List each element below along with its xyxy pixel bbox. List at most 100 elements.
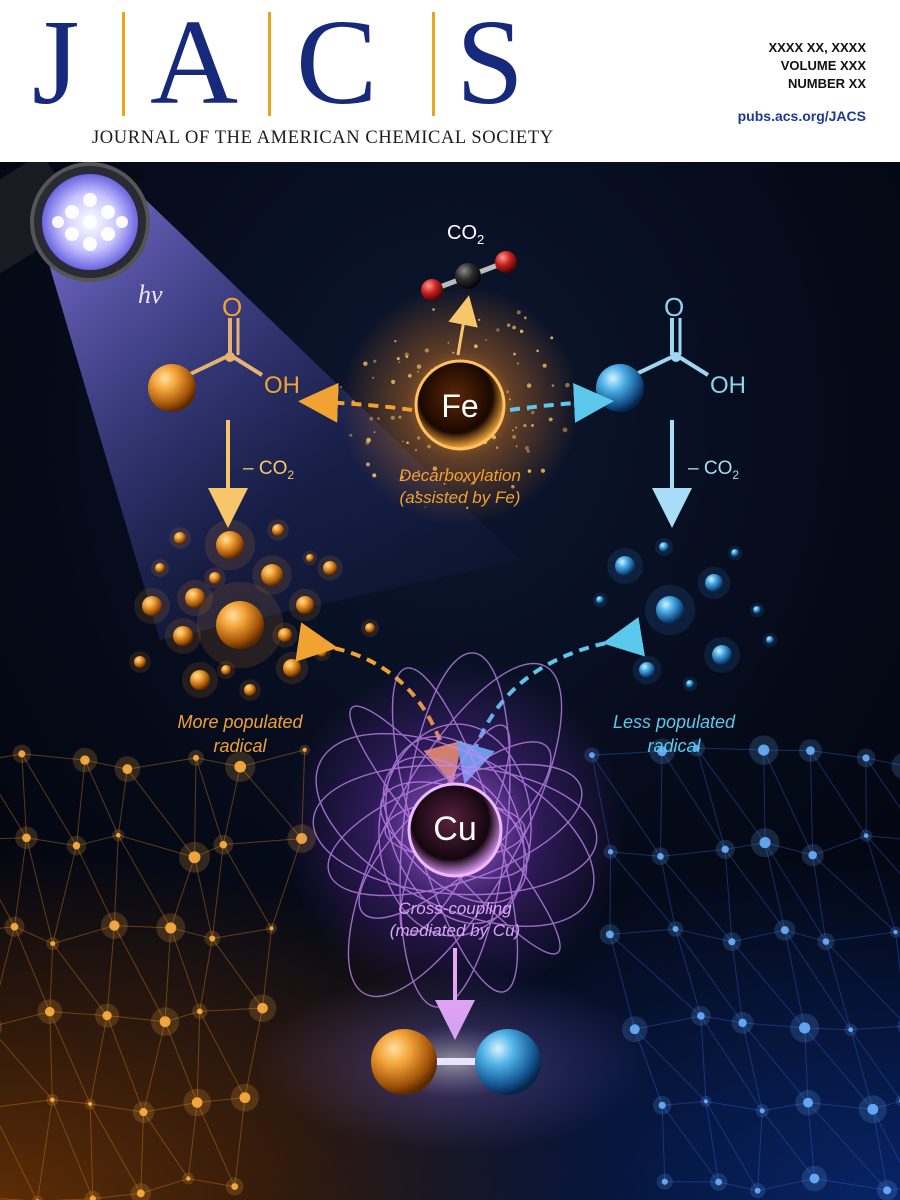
orange-radical (142, 596, 162, 616)
co2-label: CO2 (447, 222, 484, 247)
lattice-bond (0, 926, 15, 988)
lattice-bond (675, 928, 702, 1017)
left-acid-oxygen: O (222, 292, 243, 322)
right-acid-oxygen: O (664, 292, 685, 322)
lattice-bond (764, 842, 827, 942)
lattice-bond (609, 934, 636, 1030)
blue-radical (656, 596, 684, 624)
orange-radical (306, 554, 314, 562)
spark (402, 440, 404, 443)
lattice-bond (850, 1029, 900, 1101)
lattice-bond (89, 1015, 108, 1104)
lattice-node (196, 1008, 203, 1015)
spark (573, 384, 576, 387)
copper-symbol: Cu (433, 810, 477, 848)
lattice-node (234, 760, 247, 773)
lattice-node (703, 1099, 709, 1104)
lattice-bond (865, 835, 900, 875)
lattice-node (22, 833, 31, 843)
lattice-node (88, 1101, 93, 1106)
orbital-ring (327, 763, 583, 897)
lattice-bond (170, 927, 213, 940)
spark (496, 446, 499, 449)
blue-radical (686, 680, 694, 688)
lattice-node (808, 850, 817, 860)
right-co2-loss-text: – CO (688, 458, 733, 479)
spark (523, 316, 527, 320)
lattice-node (822, 938, 830, 945)
lattice-node (657, 746, 668, 757)
lattice-node (721, 845, 729, 854)
lattice-bond (143, 1111, 189, 1179)
lattice-bond (199, 1011, 246, 1098)
logo-letter-j: J (32, 0, 80, 130)
spark (530, 410, 535, 415)
lattice-node (728, 938, 736, 946)
lattice-bond (764, 842, 786, 931)
spark (551, 384, 555, 387)
orange-radical (365, 623, 375, 633)
lattice-bond (742, 1022, 809, 1103)
journal-url[interactable]: pubs.acs.org/JACS (737, 108, 866, 124)
lattice-bond (234, 1097, 246, 1187)
spark (462, 478, 466, 483)
lattice-bond (696, 747, 766, 843)
lattice-bond (659, 856, 677, 930)
lattice-bond (170, 927, 201, 1012)
lattice-bond (0, 837, 27, 840)
lattice-bond (143, 1021, 166, 1113)
lattice-node-glow (31, 1195, 44, 1200)
lattice-node (672, 926, 679, 933)
spark (536, 349, 540, 353)
lattice-node (738, 1018, 747, 1028)
spark (417, 470, 420, 473)
lattice-bond (700, 1015, 763, 1112)
spark (516, 310, 521, 315)
spark (531, 424, 534, 427)
orange-network-lattice (0, 744, 316, 1200)
lattice-bond (211, 938, 263, 1009)
lattice-bond (188, 1178, 235, 1188)
spark (363, 361, 368, 366)
lattice-bond (89, 1103, 94, 1199)
lattice-bond (212, 927, 272, 940)
spark (507, 323, 511, 327)
lattice-node (658, 1101, 666, 1109)
lattice-bond (90, 1103, 144, 1113)
orange-radical (296, 596, 314, 614)
lattice-bond (51, 1099, 94, 1199)
spark (416, 436, 421, 440)
masthead: J A C S JOURNAL OF THE AMERICAN CHEMICAL… (0, 0, 900, 162)
lattice-node (657, 852, 664, 860)
lattice-node (239, 1092, 251, 1104)
lattice-node (269, 926, 274, 931)
spark (526, 383, 532, 388)
spark (405, 355, 409, 358)
spark (391, 379, 396, 384)
spark (519, 329, 524, 334)
lattice-bond (244, 1008, 264, 1098)
lattice-node-glow (895, 1095, 900, 1107)
lattice-bond (764, 842, 813, 856)
lattice-node (109, 920, 120, 931)
lattice-bond (609, 934, 702, 1017)
lattice-bond (609, 928, 676, 935)
less-populated-radical-caption: Less populated radical (574, 710, 774, 758)
lattice-bond (660, 856, 733, 943)
lattice-node-glow (897, 1019, 900, 1033)
lattice-node (257, 1002, 268, 1014)
lattice-node (759, 837, 771, 849)
orange-radical (283, 659, 301, 677)
lattice-node (115, 832, 121, 838)
lattice-bond (812, 835, 867, 856)
issue-number: NUMBER XX (787, 76, 866, 91)
spark (452, 351, 455, 354)
iron-symbol: Fe (441, 388, 479, 424)
logo-letter-c: C (296, 0, 378, 130)
lattice-node (867, 1103, 879, 1115)
decarboxylation-line1: Decarboxylation (399, 466, 521, 485)
issue-volume: VOLUME XXX (780, 58, 866, 73)
lattice-bond (170, 857, 195, 929)
lattice-bond (164, 927, 172, 1022)
orange-radical (216, 531, 244, 559)
